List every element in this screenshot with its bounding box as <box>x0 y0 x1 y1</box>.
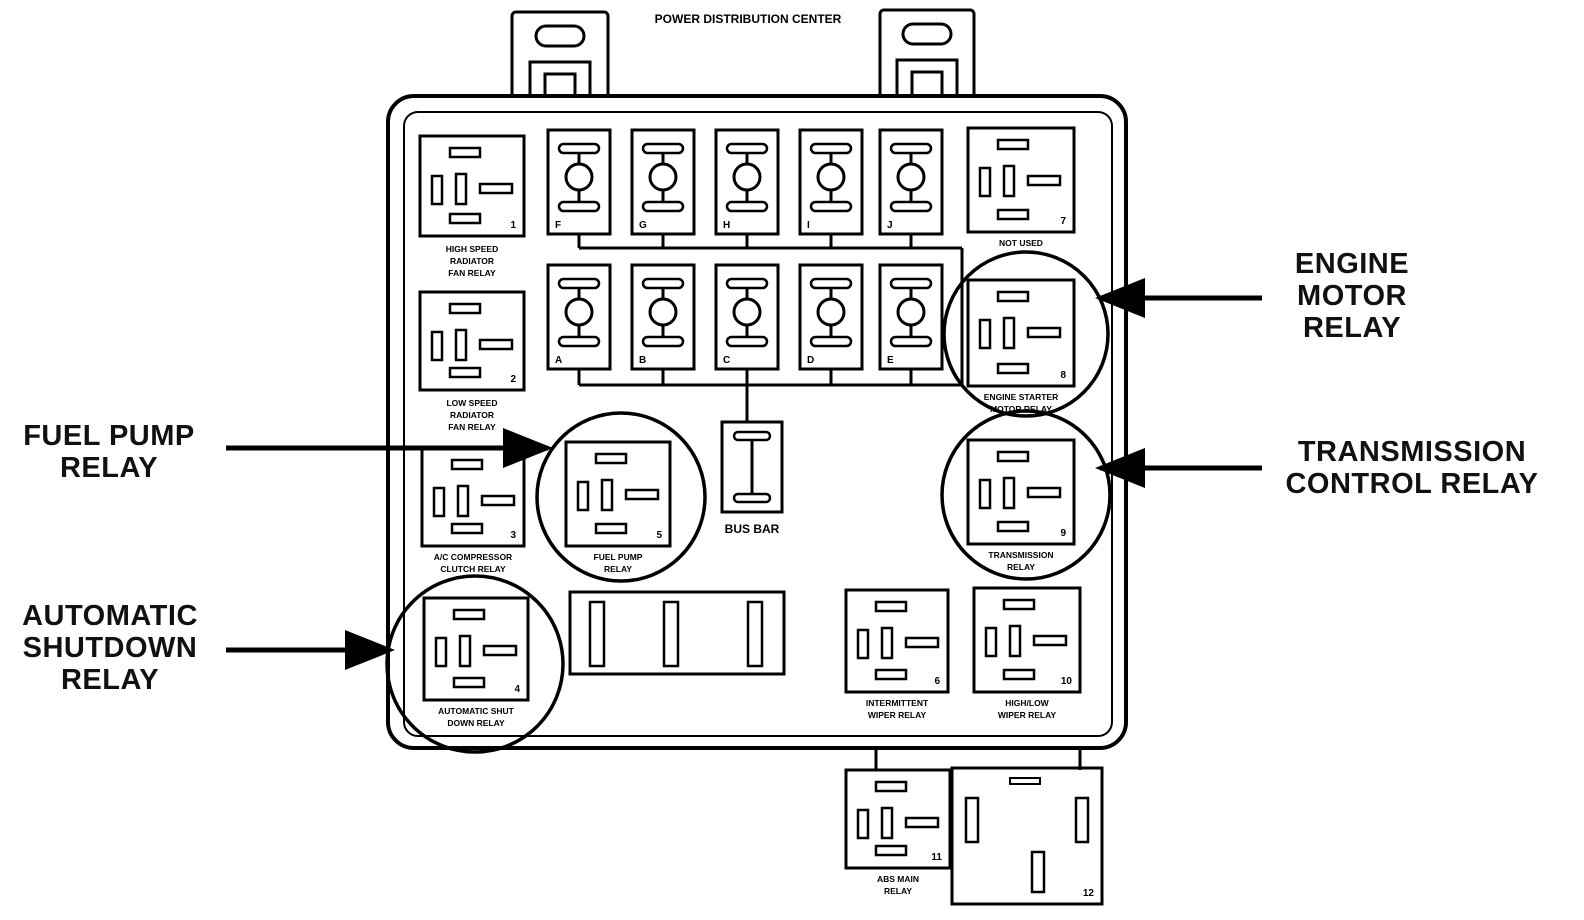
fuse-c: C <box>714 263 780 371</box>
pdc-housing-inner <box>403 111 1113 737</box>
fuse-j: J <box>878 128 944 236</box>
highlight-fuel-pump-relay <box>535 411 707 583</box>
relay-number: 4 <box>514 684 520 695</box>
fuse-d: D <box>798 263 864 371</box>
relay-caption: DOWN RELAY <box>447 718 505 728</box>
callout-arrows <box>226 278 1262 670</box>
relay-caption: RELAY <box>884 886 912 896</box>
relay-caption: FUEL PUMP <box>594 552 643 562</box>
callout-fuel-pump-relay: FUEL PUMP RELAY <box>23 420 195 484</box>
relay-number: 11 <box>931 852 942 863</box>
relay-caption: FAN RELAY <box>448 422 496 432</box>
fuse-label: H <box>723 220 730 231</box>
relay-caption: MOTOR RELAY <box>990 404 1052 414</box>
relay-caption: INTERMITTENT <box>866 698 929 708</box>
relay-number: 2 <box>510 374 516 385</box>
relay-caption: RELAY <box>604 564 632 574</box>
callout-automatic-shutdown-relay: AUTOMATIC SHUTDOWN RELAY <box>22 600 198 696</box>
fuse-holder-block <box>568 590 786 676</box>
relay-number: 3 <box>510 530 516 541</box>
highlight-transmission-relay <box>940 409 1112 581</box>
fuse-label: I <box>807 220 810 231</box>
relay-caption: FAN RELAY <box>448 268 496 278</box>
fuse-label: J <box>887 220 893 231</box>
relay-caption: A/C COMPRESSOR <box>434 552 512 562</box>
fuse-label: G <box>639 220 647 231</box>
fuse-label: B <box>639 355 646 366</box>
relay-number: 6 <box>934 676 940 687</box>
relay-caption: WIPER RELAY <box>868 710 927 720</box>
relay-caption: RADIATOR <box>450 256 494 266</box>
relay-caption: AUTOMATIC SHUT <box>438 706 515 716</box>
bus-wiring <box>577 234 964 422</box>
fuse-f: F <box>546 128 612 236</box>
relay-number: 10 <box>1061 676 1073 687</box>
fuse-b: B <box>630 263 696 371</box>
fuse-label: F <box>555 220 561 231</box>
relay-12: 12 <box>950 766 1104 906</box>
bus-bar-label: BUS BAR <box>725 522 780 536</box>
relay-caption: WIPER RELAY <box>998 710 1057 720</box>
relay-caption: RADIATOR <box>450 410 494 420</box>
fuse-group: F G H I J A B C D E <box>546 128 944 371</box>
diagram-title: POWER DISTRIBUTION CENTER <box>655 12 842 26</box>
relay-caption: HIGH SPEED <box>446 244 498 254</box>
fuse-label: A <box>555 355 562 366</box>
lower-extension <box>874 748 1082 770</box>
relay-number: 9 <box>1060 528 1066 539</box>
fuse-h: H <box>714 128 780 236</box>
relay-number: 5 <box>656 530 662 541</box>
highlight-engine-relay <box>942 250 1110 418</box>
fuse-label: E <box>887 355 894 366</box>
relay-caption: ABS MAIN <box>877 874 919 884</box>
relay-3: 3A/C COMPRESSOR CLUTCH RELAY <box>420 446 526 574</box>
mounting-tab-left <box>510 10 610 104</box>
fuse-e: E <box>878 263 944 371</box>
relay-caption: LOW SPEED <box>446 398 497 408</box>
relay-caption: RELAY <box>1007 562 1035 572</box>
fuse-label: D <box>807 355 814 366</box>
bus-bar <box>720 420 784 514</box>
callout-engine-motor-relay: ENGINE MOTOR RELAY <box>1294 248 1410 344</box>
relay-number: 12 <box>1083 888 1095 899</box>
relay-number: 1 <box>510 220 516 231</box>
relay-caption: NOT USED <box>999 238 1043 248</box>
relay-caption: CLUTCH RELAY <box>440 564 506 574</box>
relay-caption: ENGINE STARTER <box>984 392 1058 402</box>
mounting-tab-right <box>878 8 976 104</box>
callout-transmission-control-relay: TRANSMISSION CONTROL RELAY <box>1285 436 1539 500</box>
relay-number: 7 <box>1060 216 1066 227</box>
fuse-i: I <box>798 128 864 236</box>
fuse-g: G <box>630 128 696 236</box>
relay-caption: TRANSMISSION <box>988 550 1053 560</box>
relay-caption: HIGH/LOW <box>1005 698 1049 708</box>
fuse-a: A <box>546 263 612 371</box>
relay-number: 8 <box>1060 370 1066 381</box>
fuse-label: C <box>723 355 730 366</box>
